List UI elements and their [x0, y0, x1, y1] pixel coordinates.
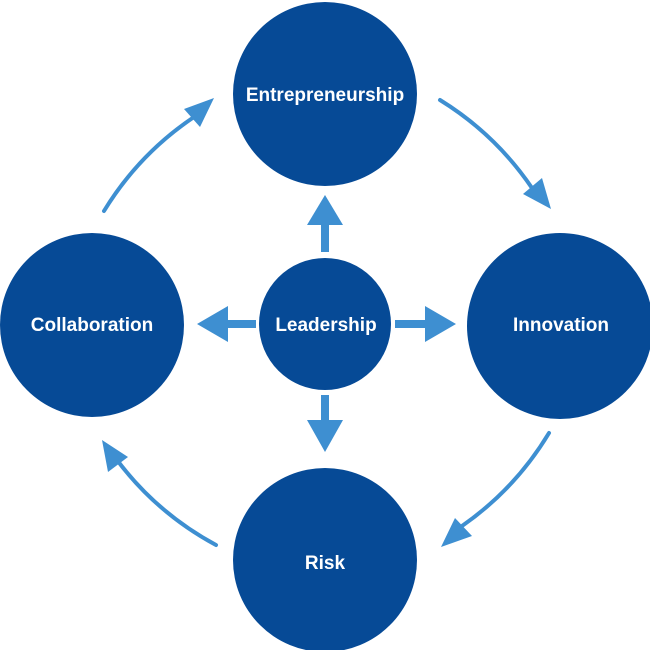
arrow-left-head [197, 306, 228, 342]
node-circle-leadership [259, 258, 391, 390]
arc-innovation-to-risk [460, 431, 551, 528]
node-innovation: Innovation [467, 233, 650, 419]
node-label-innovation: Innovation [513, 315, 609, 336]
arrowhead-to-risk [441, 518, 472, 547]
node-risk: Risk [233, 468, 417, 650]
arrow-right-head [425, 306, 456, 342]
arrowhead-to-entrepreneurship [184, 98, 214, 127]
node-leadership: Leadership [259, 258, 391, 390]
radial-arrows [197, 195, 456, 452]
arrow-up-shaft [321, 220, 329, 252]
arrow-left-shaft [222, 320, 256, 328]
node-circle-innovation [467, 233, 650, 419]
node-collaboration: Collaboration [0, 233, 184, 417]
arrowhead-to-innovation [523, 178, 551, 209]
node-label-entrepreneurship: Entrepreneurship [246, 85, 404, 106]
arrowhead-to-collaboration [102, 440, 128, 472]
node-circle-risk [233, 468, 417, 650]
arc-entrepreneurship-to-innovation [438, 98, 534, 190]
cycle-arrows [102, 98, 551, 547]
node-entrepreneurship: Entrepreneurship [233, 2, 417, 186]
arrow-down-head [307, 420, 343, 452]
node-circle-collaboration [0, 233, 184, 417]
node-circle-entrepreneurship [233, 2, 417, 186]
node-label-risk: Risk [305, 553, 346, 574]
arrow-right-shaft [395, 320, 429, 328]
arrow-up-head [307, 195, 343, 225]
node-label-collaboration: Collaboration [31, 315, 153, 336]
arc-collaboration-to-entrepreneurship [102, 115, 196, 213]
node-label-leadership: Leadership [275, 315, 376, 336]
arrow-down-shaft [321, 395, 329, 425]
arc-risk-to-collaboration [115, 458, 218, 547]
